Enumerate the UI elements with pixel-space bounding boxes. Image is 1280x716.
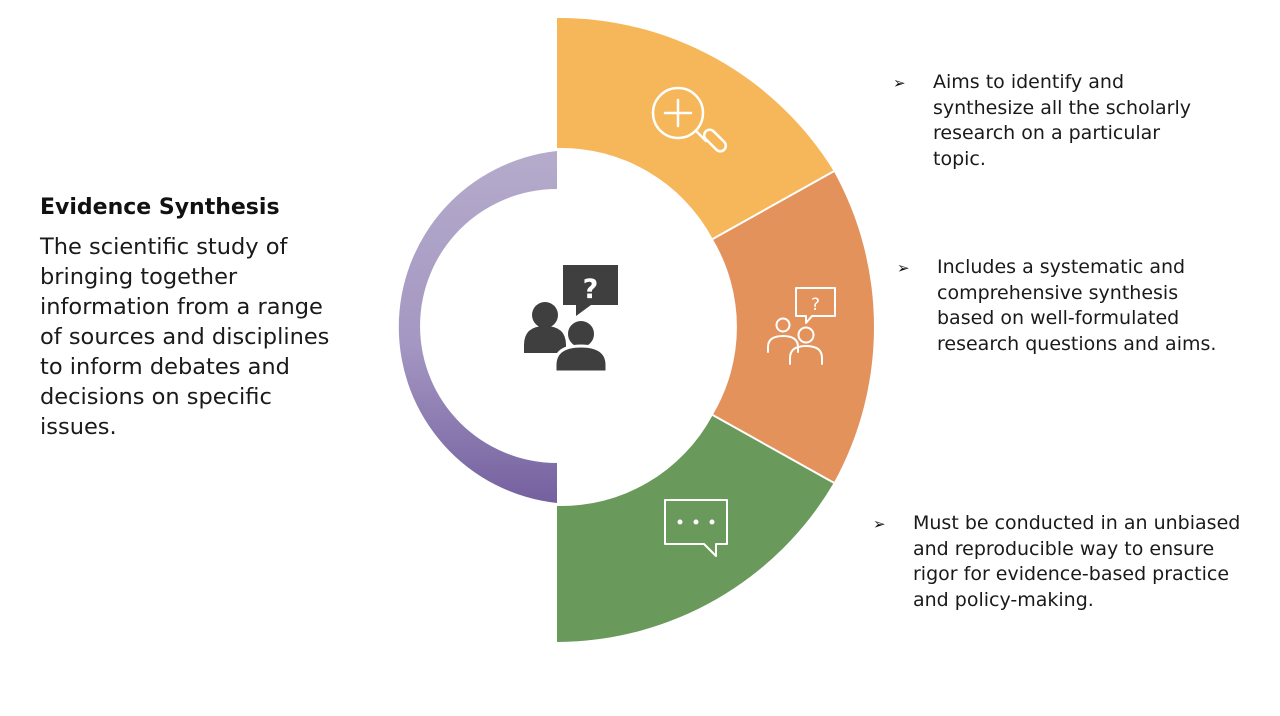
bullet-identify: ➢ Aims to identify and synthesize all th…	[893, 70, 1193, 172]
segment-green	[557, 415, 834, 642]
purple-half-ring	[398, 151, 557, 503]
bullet-text: Must be conducted in an unbiased and rep…	[913, 512, 1241, 611]
center-people-question-icon: ?	[524, 265, 618, 374]
intro-panel: Evidence Synthesis The scientific study …	[40, 194, 340, 442]
svg-text:?: ?	[811, 295, 820, 315]
segment-yellow	[557, 17, 834, 240]
magnify-plus-icon	[651, 86, 728, 153]
segment-orange	[712, 171, 875, 483]
people-question-icon: ?	[767, 287, 836, 365]
arrow-bullet-icon: ➢	[897, 259, 910, 277]
bullet-text: Includes a systematic and comprehensive …	[937, 256, 1217, 355]
svg-text:?: ?	[583, 274, 599, 305]
section-description: The scientific study of bringing togethe…	[40, 234, 330, 440]
bullet-unbiased: ➢ Must be conducted in an unbiased and r…	[873, 511, 1263, 613]
section-title: Evidence Synthesis	[40, 195, 280, 220]
bullet-systematic: ➢ Includes a systematic and comprehensiv…	[897, 255, 1217, 357]
arrow-bullet-icon: ➢	[873, 515, 886, 533]
bullet-text: Aims to identify and synthesize all the …	[933, 71, 1191, 170]
arrow-bullet-icon: ➢	[893, 74, 906, 92]
speech-bubble-dots-icon	[664, 499, 728, 557]
